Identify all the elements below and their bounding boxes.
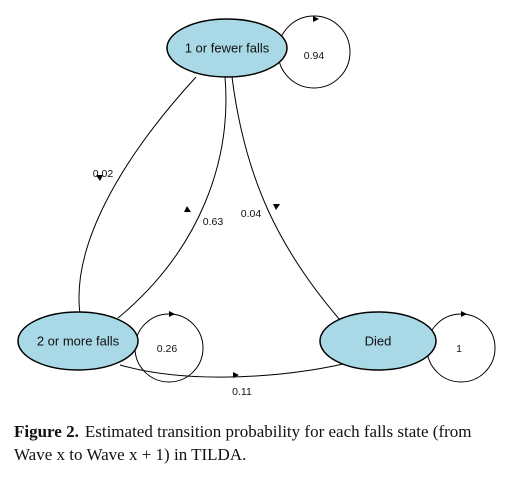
arrowhead-loop-one	[313, 16, 319, 22]
state-node-one-or-fewer	[166, 18, 288, 78]
figure-label: Figure 2.	[14, 422, 79, 441]
edge-two-to-one	[117, 76, 227, 319]
arrowhead-loop-two	[169, 311, 175, 317]
probability-one-to-died: 0.04	[241, 208, 262, 220]
probability-died-to-died: 1	[456, 343, 462, 355]
state-node-two-or-more	[17, 311, 139, 371]
arrowhead-two-to-died	[233, 372, 239, 378]
state-label-one-or-fewer: 1 or fewer falls	[185, 41, 270, 56]
arrowhead-two-to-one	[184, 206, 191, 212]
edge-one-to-two	[78, 76, 197, 321]
arrowhead-one-to-two	[96, 175, 103, 181]
probability-one-to-two: 0.02	[93, 168, 114, 180]
figure-caption-text: Estimated transition probability for eac…	[14, 422, 472, 464]
arrowhead-one-to-died	[273, 204, 280, 210]
transition-diagram: 1 or fewer falls 2 or more falls Died 0.…	[17, 15, 496, 398]
probability-two-to-one: 0.63	[203, 216, 224, 228]
state-label-two-or-more: 2 or more falls	[37, 334, 120, 349]
edge-one-to-died	[231, 76, 341, 321]
state-label-died: Died	[365, 334, 392, 349]
edge-two-to-died	[119, 359, 361, 378]
figure-caption: Figure 2.Estimated transition probabilit…	[14, 420, 501, 466]
probability-two-to-died: 0.11	[232, 386, 252, 398]
state-node-died	[319, 311, 437, 371]
probability-two-to-two: 0.26	[157, 343, 178, 355]
arrowhead-loop-died	[461, 311, 467, 317]
probability-one-to-one: 0.94	[304, 50, 325, 62]
